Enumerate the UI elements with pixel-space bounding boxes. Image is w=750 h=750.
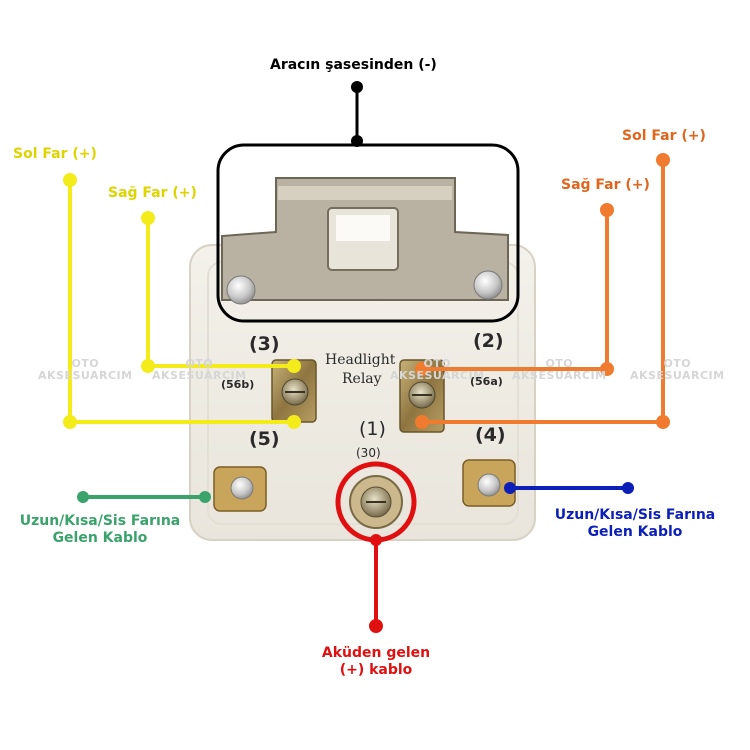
aku-label-line2: (+) kablo — [339, 661, 413, 678]
terminal-label-30: (30) — [356, 446, 381, 460]
uzun-left-label-line2: Gelen Kablo — [52, 529, 148, 546]
sag-far-left-wire — [141, 211, 301, 373]
bracket-rivet-right — [473, 270, 503, 300]
terminal-2-56a — [399, 359, 445, 433]
terminal-3-56b — [271, 359, 317, 423]
aku-label-line1: Aküden gelen — [321, 645, 431, 661]
terminal-left-bottom — [213, 466, 267, 512]
terminal-label-2: (2) — [473, 330, 504, 352]
relay-title-line2: Relay — [342, 371, 382, 387]
sol-far-right-wire — [415, 153, 670, 429]
sag-far-right-wire — [415, 203, 614, 376]
sag-far-left-label: Sağ Far (+) — [108, 185, 197, 201]
relay-title-line1: Headlight — [325, 352, 396, 368]
sol-far-left-label: Sol Far (+) — [13, 146, 97, 162]
aku-label: Aküden gelen (+) kablo — [306, 645, 446, 679]
sol-far-right-label: Sol Far (+) — [622, 128, 706, 144]
uzun-left-wire — [77, 491, 211, 503]
terminal-1-30 — [349, 475, 403, 529]
uzun-right-label-line1: Uzun/Kısa/Sis Farına — [554, 507, 716, 523]
sag-far-right-label: Sağ Far (+) — [561, 177, 650, 193]
terminal-label-3: (3) — [249, 333, 280, 355]
terminal-label-56b: (56b) — [221, 378, 255, 391]
aku-wire — [335, 461, 417, 633]
sol-far-left-wire — [63, 173, 301, 429]
uzun-left-label: Uzun/Kısa/Sis Farına Gelen Kablo — [10, 513, 190, 547]
chassis-label: Aracın şasesinden (-) — [270, 57, 437, 73]
terminal-label-56a: (56a) — [470, 375, 503, 388]
bracket-rivet-left — [226, 275, 256, 305]
terminal-label-5: (5) — [249, 428, 280, 450]
chassis-wire — [216, 81, 520, 323]
mounting-bracket — [221, 177, 509, 305]
uzun-right-label-line2: Gelen Kablo — [587, 523, 683, 540]
uzun-left-label-line1: Uzun/Kısa/Sis Farına — [19, 513, 181, 529]
terminal-4 — [462, 459, 516, 507]
chassis-highlight-box — [216, 143, 520, 323]
terminal-label-1: (1) — [359, 418, 386, 440]
terminal-label-4: (4) — [475, 424, 506, 446]
uzun-right-wire — [504, 482, 634, 494]
uzun-right-label: Uzun/Kısa/Sis Farına Gelen Kablo — [544, 507, 726, 541]
